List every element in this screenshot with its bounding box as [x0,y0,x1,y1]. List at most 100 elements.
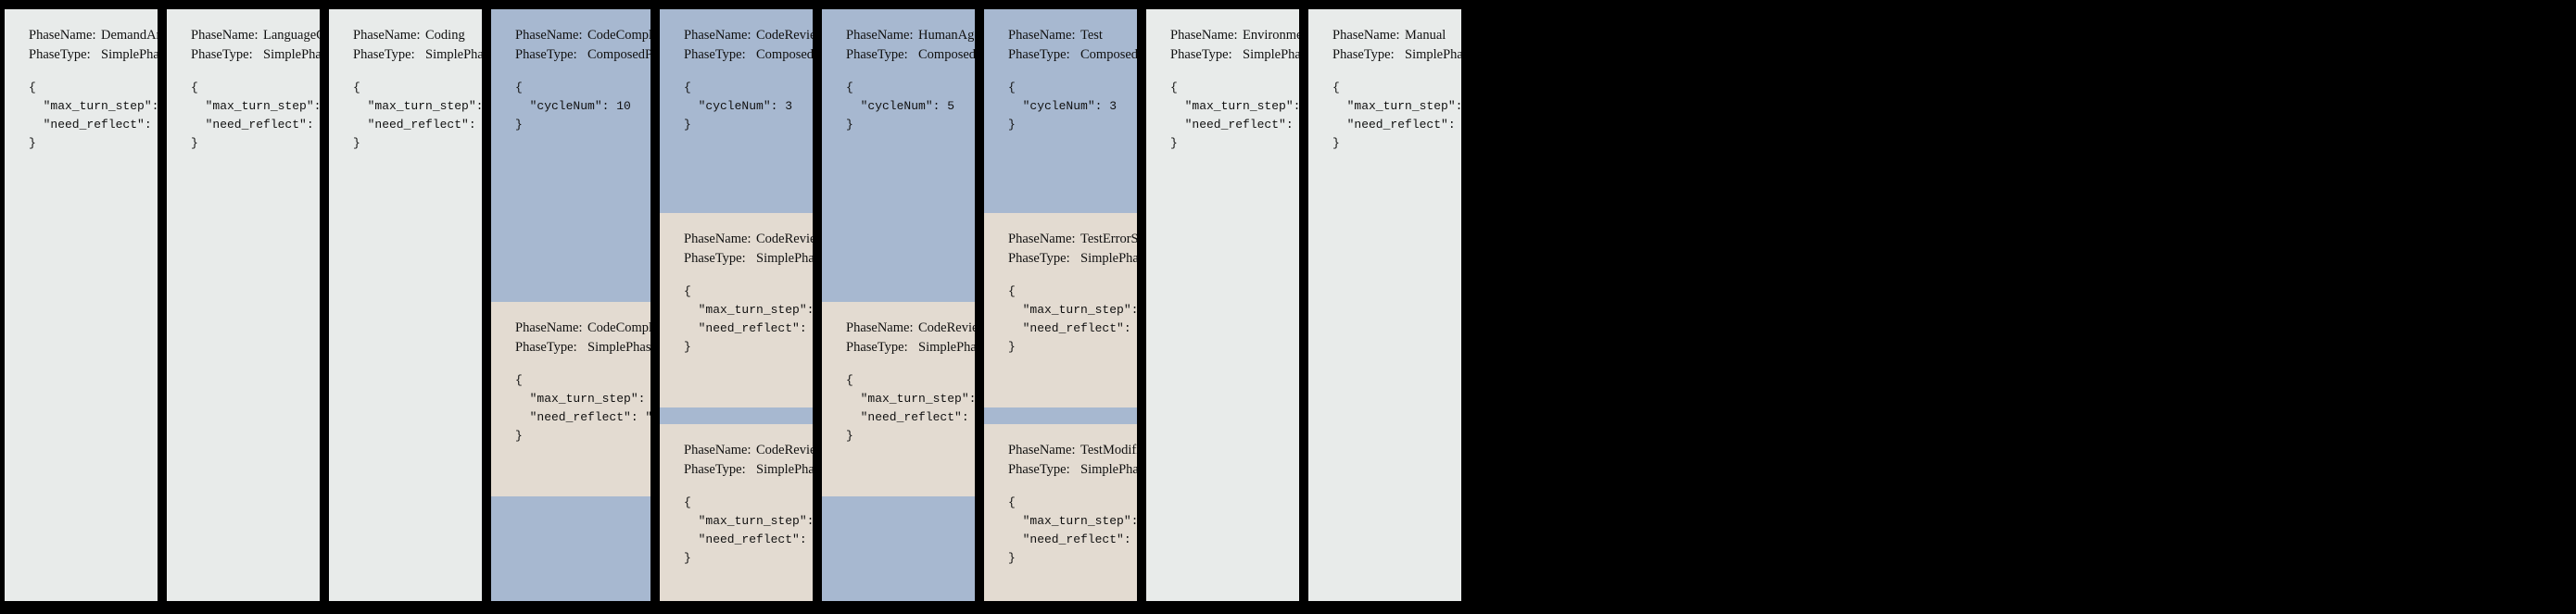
composed-phase-spacer [822,213,975,302]
phase-name-label: PhaseName: [353,28,421,43]
phase-name-label: PhaseName: [1008,232,1076,246]
phase-column[interactable]: PhaseName:DemandAnalysisPhaseType:Simple… [0,9,162,601]
phase-config-json: { "max_turn_step": 1, "need_reflect": "F… [1008,495,1139,566]
phase-name-label: PhaseName: [684,443,751,457]
phase-type-row: PhaseType:SimplePhase [1170,45,1299,65]
phase-config-json: { "max_turn_step": -1, "need_reflect": "… [29,81,158,151]
phase-type-value: SimplePhase [1080,462,1139,478]
composed-phase-trailing-spacer [491,512,650,601]
phase-meta: PhaseName: CodeReviewPhaseType: ComposedPh… [684,26,813,65]
phase-type-value: SimplePhase [756,462,814,478]
phase-type-row: PhaseType:ComposedPhase [515,45,650,65]
phase-type-value: SimplePhase [1405,47,1461,63]
phase-column[interactable]: PhaseName: CodeReviewPhaseType: ComposedPh… [655,9,817,601]
phase-name-label: PhaseName: [684,28,751,43]
phase-name-row: PhaseName: CodeReview [684,26,813,45]
phase-type-label: PhaseType: [29,47,91,63]
phase-meta: PhaseName:CodeReviewCommentPhaseType:Sim… [684,230,813,269]
sub-phase-gap [984,407,1137,424]
sub-phase-card[interactable]: PhaseName:CodeCompletePhaseType:SimplePh… [491,301,650,496]
phase-meta: PhaseName:CodeReviewHumanPhaseType:Simpl… [846,319,975,357]
phase-config-json: { "cycleNum": 5 } [846,81,955,132]
simple-phase-card[interactable]: PhaseName: EnvironmentDocPhaseType:Simple… [1146,9,1299,601]
phase-name-label: PhaseName: [515,320,583,335]
phase-type-label: PhaseType: [191,47,253,63]
phase-type-value: ComposedPhase [918,47,977,63]
phase-name-row: PhaseName:CodeCompleteAll [515,26,650,45]
sub-phase-gap [822,495,975,513]
phase-type-value: SimplePhase [756,251,814,267]
phase-type-row: PhaseType:ComposedPhase [846,45,975,65]
phase-column[interactable]: PhaseName:CodeCompleteAllPhaseType:Compo… [486,9,655,601]
phase-name-value: CodeReview [756,28,816,43]
simple-phase-card[interactable]: PhaseName:LanguageChoosePhaseType:Simple… [167,9,320,601]
phase-type-row: PhaseType:SimplePhase [353,45,482,65]
phase-meta: PhaseName: EnvironmentDocPhaseType:Simple… [1170,26,1299,65]
phase-name-row: PhaseName: CodeReviewComment [684,230,813,249]
phase-type-row: PhaseType:SimplePhase [191,45,320,65]
phase-name-label: PhaseName: [1008,443,1076,457]
phase-name-label: PhaseName: [1332,28,1400,43]
phase-meta: PhaseName:CodeCompleteAllPhaseType:Compo… [515,26,650,65]
sub-phase-card[interactable]: PhaseName:CodeReviewModificationPhaseTyp… [660,424,813,601]
phase-meta: PhaseName:DemandAnalysisPhaseType:Simple… [29,26,158,65]
phase-name-value: Test [1080,28,1103,43]
phase-name-label: PhaseName: [684,232,751,246]
sub-phase-card[interactable]: PhaseName:TestModificationPhaseType:Simp… [984,424,1137,601]
phase-name-value: TestErrorSummary [1080,232,1139,246]
sub-phase-gap [491,495,650,513]
simple-phase-card[interactable]: PhaseName:DemandAnalysisPhaseType:Simple… [5,9,158,601]
phase-type-row: PhaseType: SimplePhase [1008,460,1137,480]
phase-column[interactable]: PhaseName:HumanAgentInteractionPhaseType… [817,9,979,601]
phase-name-label: PhaseName: [846,320,914,335]
phase-type-row: PhaseType:SimplePhase [29,45,158,65]
sub-phase-card[interactable]: PhaseName:CodeReviewCommentPhaseType:Sim… [660,213,813,407]
phase-meta: PhaseName:CodeReviewModificationPhaseTyp… [684,441,813,480]
phase-type-row: PhaseType:ComposedPhase [1008,45,1137,65]
phase-config-json: { "max_turn_step": 1, "need_reflect": "F… [353,81,482,151]
phase-type-value: SimplePhase [425,47,482,63]
phase-type-value: SimplePhase [587,339,655,355]
phase-type-value: ComposedPhase [1080,47,1139,63]
phase-name-label: PhaseName: [1008,28,1076,43]
composed-phase-header: PhaseName:CodeCompleteAllPhaseType:Compo… [491,9,650,213]
phase-config-json: { "cycleNum": 3 } [1008,81,1118,132]
phase-type-value: SimplePhase [1243,47,1299,63]
phase-type-value: SimplePhase [918,339,977,355]
phase-meta: PhaseName:TestModificationPhaseType:Simp… [1008,441,1137,480]
phase-meta: PhaseName:LanguageChoosePhaseType:Simple… [191,26,320,65]
phase-type-value: ComposedPhase [756,47,814,63]
phase-name-row: PhaseName: EnvironmentDoc [1170,26,1299,45]
phase-name-value: CodeReviewComment [756,232,816,246]
composed-phase-header: PhaseName: CodeReviewPhaseType: ComposedPh… [660,9,813,213]
phase-column[interactable]: PhaseName: EnvironmentDocPhaseType:Simple… [1142,9,1304,601]
phase-type-label: PhaseType: [684,47,746,63]
composed-phase-header: PhaseName:HumanAgentInteractionPhaseType… [822,9,975,213]
phase-config-json: { "max_turn_step": 1, "need_reflect": "T… [1170,81,1299,151]
composed-phase-trailing-spacer [822,512,975,601]
phase-name-row: PhaseName:HumanAgentInteraction [846,26,975,45]
phase-name-label: PhaseName: [846,28,914,43]
phase-type-row: PhaseType:SimplePhase [1332,45,1461,65]
phase-config-json: { "max_turn_step": -1, "need_reflect": "… [191,81,320,151]
phase-name-row: PhaseName:Coding [353,26,465,45]
phase-type-label: PhaseType: [515,339,577,355]
phase-column[interactable]: PhaseName:LanguageChoosePhaseType:Simple… [162,9,324,601]
phase-type-row: PhaseType: ComposedPhase [684,45,813,65]
phase-name-value: EnvironmentDoc [1243,28,1299,43]
sub-phase-card[interactable]: PhaseName:CodeReviewHumanPhaseType:Simpl… [822,301,975,496]
phase-name-row: PhaseName:CodeReviewModification [684,441,813,460]
phase-name-row: PhaseName:DemandAnalysis [29,26,158,45]
phase-type-label: PhaseType: [1008,462,1070,478]
phase-name-row: PhaseName:CodeReviewHuman [846,319,975,338]
phase-name-label: PhaseName: [1170,28,1238,43]
sub-phase-card[interactable]: PhaseName:TestErrorSummaryPhaseType:Simp… [984,213,1137,407]
phase-name-value: CodeCompleteAll [587,28,653,43]
